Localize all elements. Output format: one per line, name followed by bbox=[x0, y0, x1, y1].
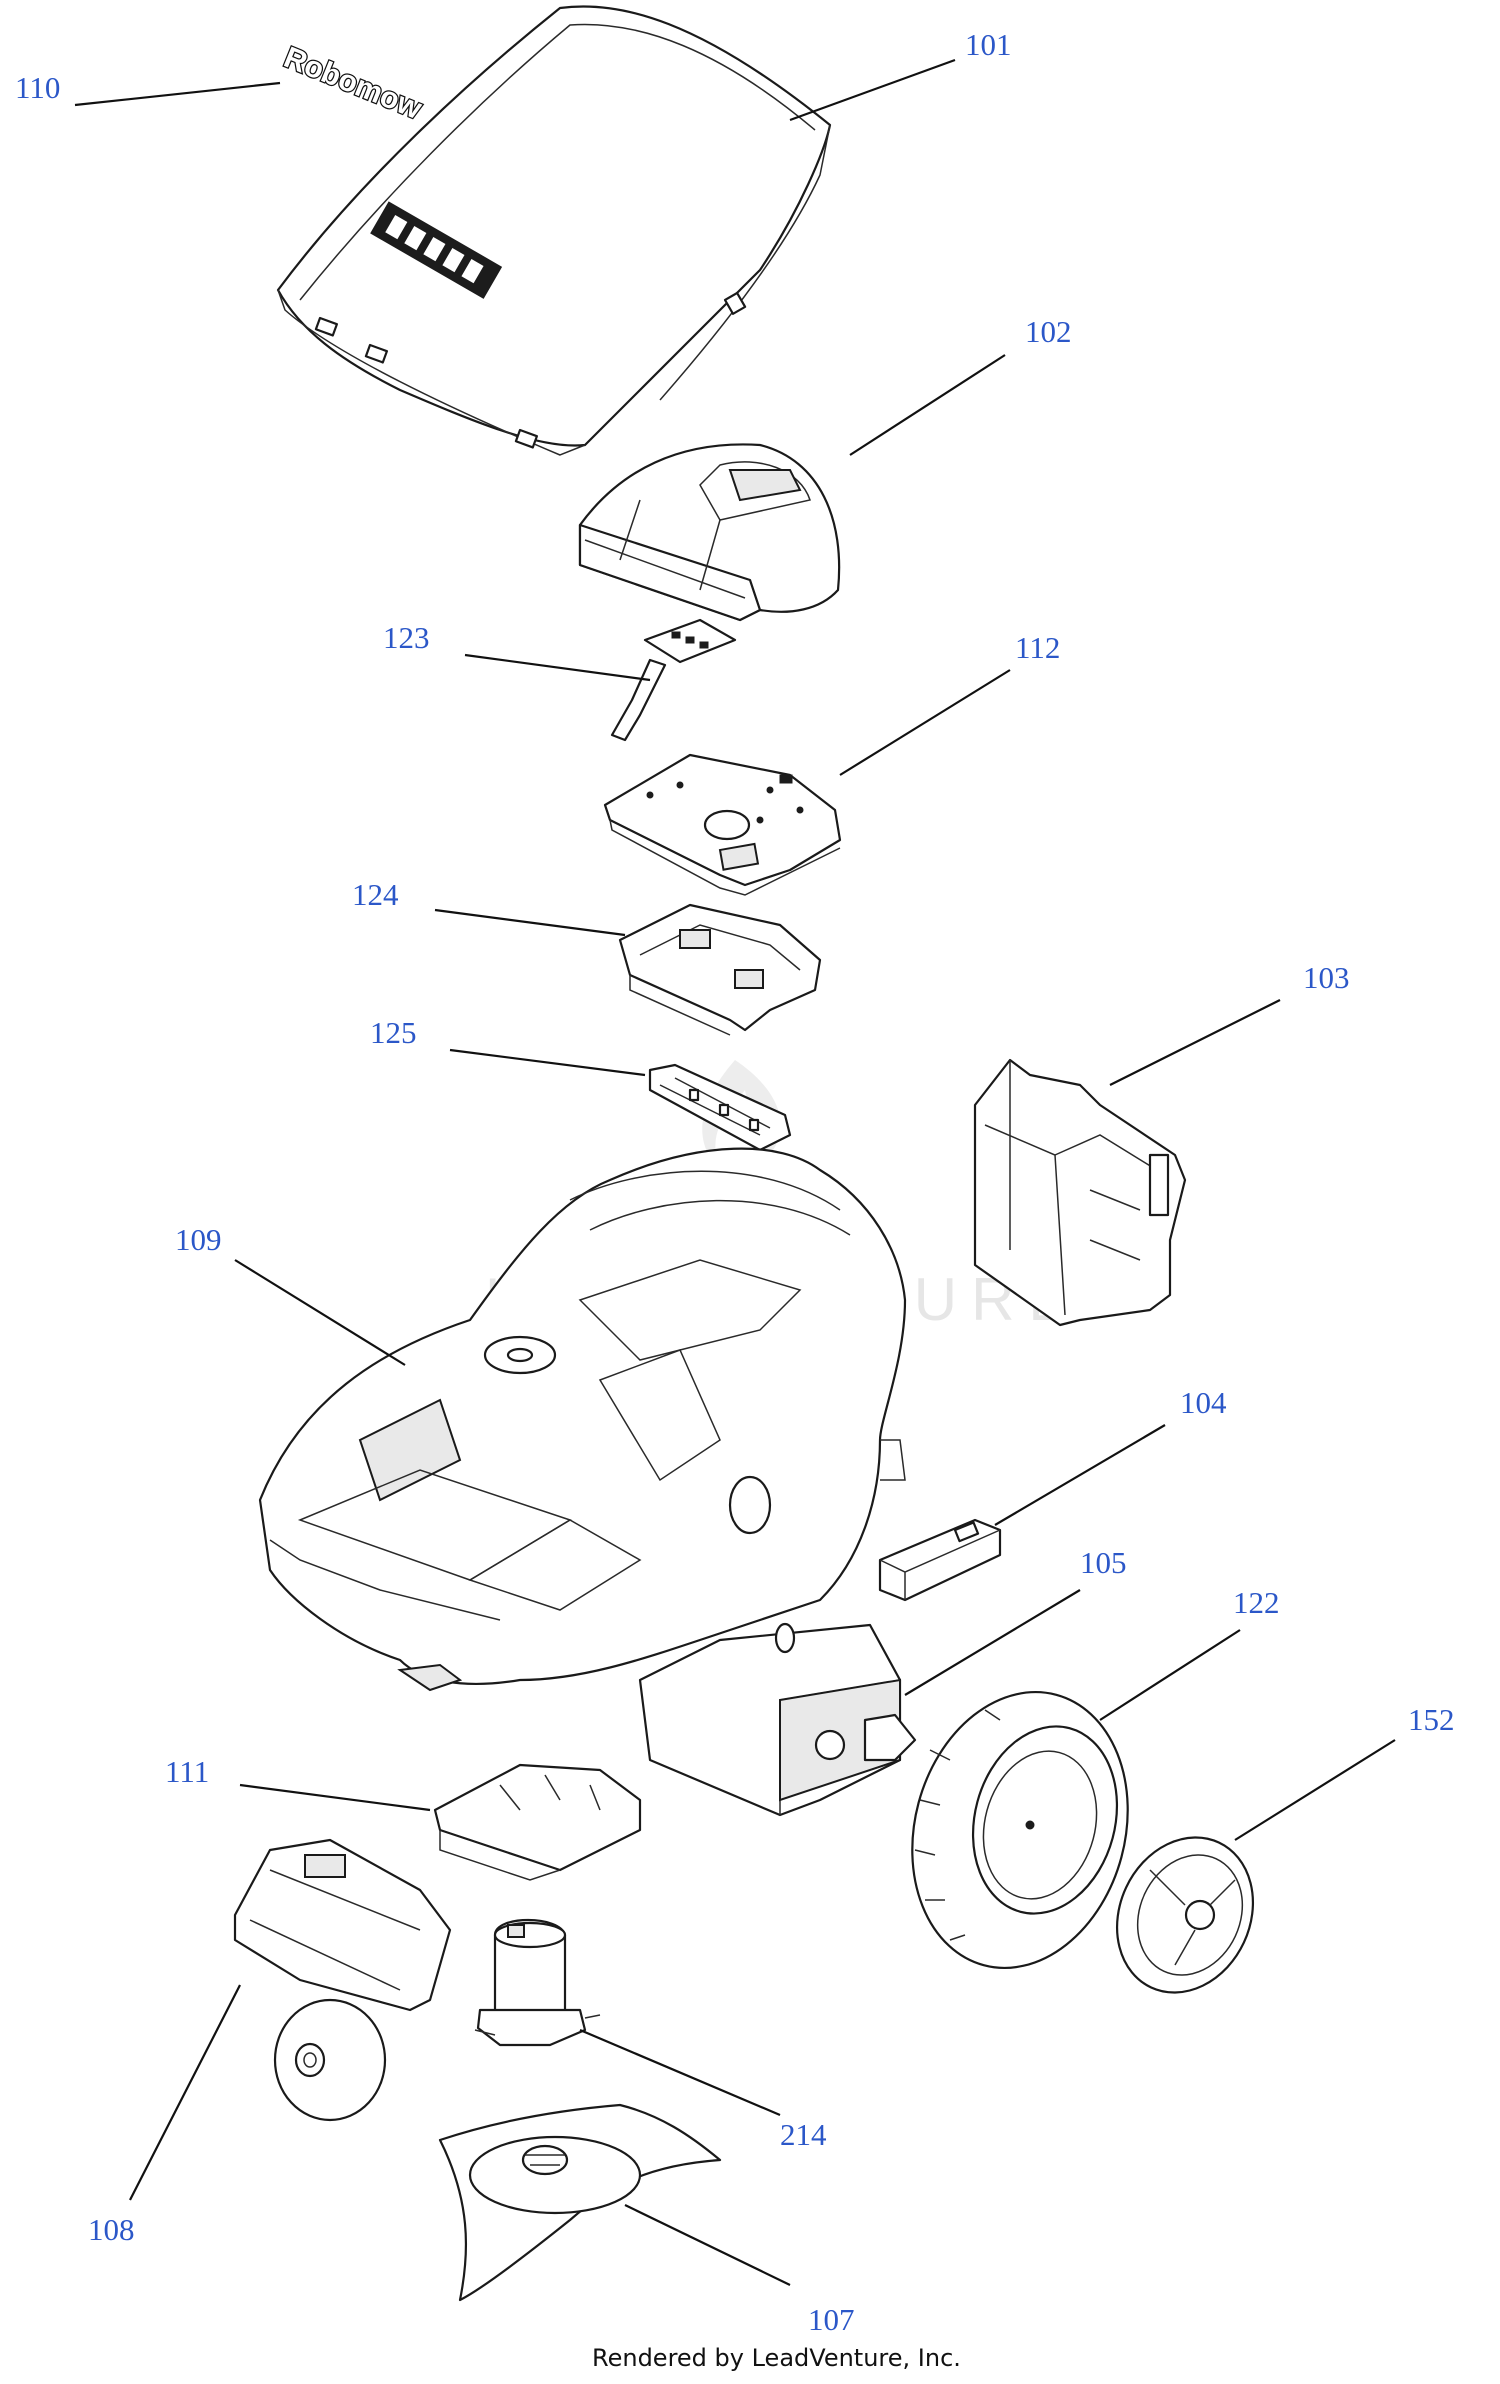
callout-112[interactable]: 112 bbox=[1015, 630, 1060, 665]
leader-104 bbox=[994, 1424, 1166, 1526]
leader-109 bbox=[234, 1259, 406, 1366]
callout-125[interactable]: 125 bbox=[370, 1015, 417, 1050]
svg-text:Robomow: Robomow bbox=[279, 41, 426, 126]
callout-102[interactable]: 102 bbox=[1025, 314, 1072, 349]
callout-109[interactable]: 109 bbox=[175, 1222, 222, 1257]
part-108-front-caster[interactable] bbox=[233, 1838, 452, 2122]
callout-101[interactable]: 101 bbox=[965, 27, 1012, 62]
leader-108 bbox=[129, 1984, 241, 2201]
callout-152[interactable]: 152 bbox=[1408, 1702, 1455, 1737]
part-111-front-bracket[interactable] bbox=[433, 1763, 642, 1881]
leader-214 bbox=[579, 2028, 781, 2117]
leader-111 bbox=[239, 1783, 431, 1812]
part-101-top-cover[interactable]: Robomow bbox=[276, 5, 832, 456]
part-103-battery-housing[interactable] bbox=[973, 1058, 1187, 1327]
leader-112 bbox=[839, 669, 1011, 776]
part-122-drive-wheel[interactable] bbox=[882, 1668, 1157, 1993]
leader-123 bbox=[464, 653, 651, 682]
leader-102 bbox=[849, 354, 1006, 456]
part-102-control-housing[interactable] bbox=[578, 443, 841, 622]
leader-125 bbox=[449, 1048, 646, 1077]
part-125-connector[interactable] bbox=[648, 1063, 792, 1152]
part-124-board-bracket[interactable] bbox=[618, 903, 822, 1036]
leader-110 bbox=[74, 81, 281, 107]
part-214-blade-motor[interactable] bbox=[474, 1919, 601, 2047]
leader-124 bbox=[434, 908, 626, 937]
leader-107 bbox=[624, 2204, 791, 2286]
part-104-battery[interactable] bbox=[878, 1518, 1002, 1602]
part-123-keypad-flex[interactable] bbox=[610, 618, 737, 742]
callout-104[interactable]: 104 bbox=[1180, 1385, 1227, 1420]
leader-152 bbox=[1234, 1739, 1396, 1841]
callout-124[interactable]: 124 bbox=[352, 877, 399, 912]
callout-123[interactable]: 123 bbox=[383, 620, 430, 655]
part-107-cutting-blade[interactable] bbox=[438, 2103, 722, 2302]
part-112-circuit-board[interactable] bbox=[603, 753, 842, 896]
callout-107[interactable]: 107 bbox=[808, 2302, 855, 2337]
callout-111[interactable]: 111 bbox=[165, 1754, 209, 1789]
part-152-hub-cap[interactable] bbox=[1092, 1815, 1277, 2015]
leader-105 bbox=[904, 1589, 1081, 1696]
callout-108[interactable]: 108 bbox=[88, 2212, 135, 2247]
robomow-logo-top: Robomow bbox=[278, 40, 428, 128]
leader-lines bbox=[74, 58, 1396, 2286]
leader-103 bbox=[1109, 999, 1281, 1086]
callout-110[interactable]: 110 bbox=[15, 70, 60, 105]
footer-credit: Rendered by LeadVenture, Inc. bbox=[592, 2344, 961, 2372]
robomow-logo-cover bbox=[370, 201, 503, 299]
part-109-chassis[interactable] bbox=[258, 1147, 907, 1692]
callout-labels: 110 101 102 123 112 124 125 103 109 104 … bbox=[15, 27, 1455, 2337]
callout-122[interactable]: 122 bbox=[1233, 1585, 1280, 1620]
leader-101 bbox=[789, 58, 956, 122]
callout-103[interactable]: 103 bbox=[1303, 960, 1350, 995]
part-105-drive-gearbox[interactable] bbox=[638, 1622, 917, 1817]
callout-105[interactable]: 105 bbox=[1080, 1545, 1127, 1580]
leader-122 bbox=[1099, 1629, 1241, 1721]
callout-214[interactable]: 214 bbox=[780, 2117, 827, 2152]
